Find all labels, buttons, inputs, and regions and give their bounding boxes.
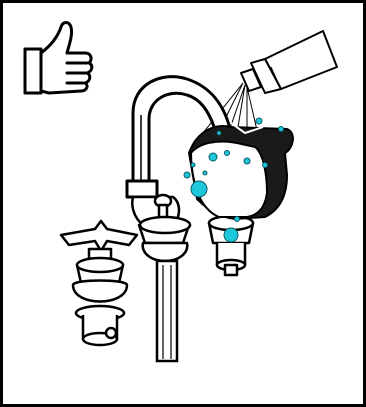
faucet-cleaning-illustration [23, 21, 338, 363]
water-droplets [183, 117, 284, 243]
right-valve-handle [207, 214, 255, 277]
cleaning-tube-icon [240, 30, 338, 94]
spray-icon [202, 82, 260, 146]
left-cross-valve [59, 219, 139, 347]
thumbs-up-icon [23, 21, 94, 95]
supply-pipe [155, 259, 179, 363]
faucet-body [131, 193, 192, 263]
